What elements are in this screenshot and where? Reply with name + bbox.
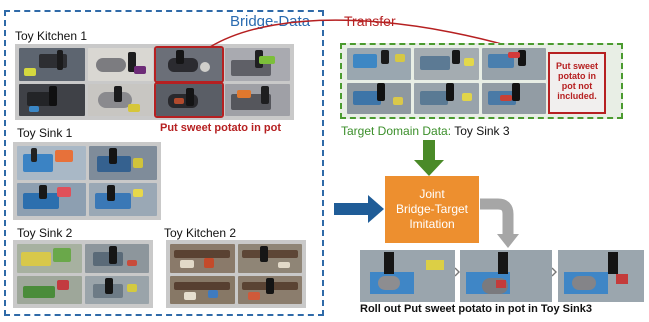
transfer-label: Transfer [344,13,396,29]
joint-imitation-box: Joint Bridge-Target Imitation [385,176,479,243]
scene-thumbnail [170,244,235,273]
scene-thumbnail [237,275,302,304]
toy-sink-1-label: Toy Sink 1 [17,126,73,140]
highlighted-scene-thumbnail [154,46,224,83]
toy-sink-1-panel [13,142,161,220]
rollout-frame [558,250,644,302]
scene-thumbnail [481,82,546,114]
scene-thumbnail [481,48,546,80]
gray-turn-arrow [480,198,519,248]
scene-thumbnail [224,48,290,81]
target-domain-caption: Target Domain Data: Toy Sink 3 [341,124,510,138]
scene-thumbnail [170,275,235,304]
scene-thumbnail [347,48,412,80]
scene-thumbnail [237,244,302,273]
note-line: Put sweet [555,61,598,71]
scene-thumbnail [17,275,82,304]
scene-thumbnail [414,48,479,80]
sequence-chevron [454,267,557,277]
joint-line: Bridge-Target [395,202,469,216]
target-domain-images [347,48,546,114]
scene-thumbnail [88,182,157,216]
target-caption-plain: Toy Sink 3 [454,124,510,138]
toy-sink-2-panel [13,240,153,308]
scene-thumbnail [17,146,86,180]
scene-thumbnail [17,182,86,216]
joint-line: Joint [419,187,445,201]
scene-thumbnail [88,146,157,180]
not-included-note: Put sweet potato in pot not included. [548,52,606,114]
highlighted-scene-thumbnail [154,81,224,118]
highlight-task-label: Put sweet potato in pot [160,122,281,134]
toy-kitchen-1-panel [15,44,294,120]
scene-thumbnail [84,244,149,273]
toy-kitchen-2-label: Toy Kitchen 2 [164,226,237,240]
scene-thumbnail [19,48,85,81]
rollout-frame [460,250,552,302]
bridge-data-title: Bridge-Data [230,13,311,30]
note-line: potato in [558,71,596,81]
scene-thumbnail [87,83,153,116]
scene-thumbnail [414,82,479,114]
target-caption-colored: Target Domain Data: [341,124,452,138]
note-line: included. [557,91,597,101]
scene-thumbnail [224,83,290,116]
blue-right-arrow [334,195,384,223]
scene-thumbnail [17,244,82,273]
scene-thumbnail [347,82,412,114]
rollout-frame [360,250,455,302]
scene-thumbnail [19,83,85,116]
note-line: pot not [561,81,593,91]
joint-line: Imitation [409,217,455,231]
toy-kitchen-2-panel [166,240,306,308]
toy-sink-2-label: Toy Sink 2 [17,226,73,240]
transfer-arrow [209,19,551,61]
bridge-data-region [4,10,324,316]
scene-thumbnail [84,275,149,304]
green-down-arrow [414,140,444,176]
toy-kitchen-1-label: Toy Kitchen 1 [15,29,88,43]
rollout-caption: Roll out Put sweet potato in pot in Toy … [360,303,593,315]
scene-thumbnail [87,48,153,81]
